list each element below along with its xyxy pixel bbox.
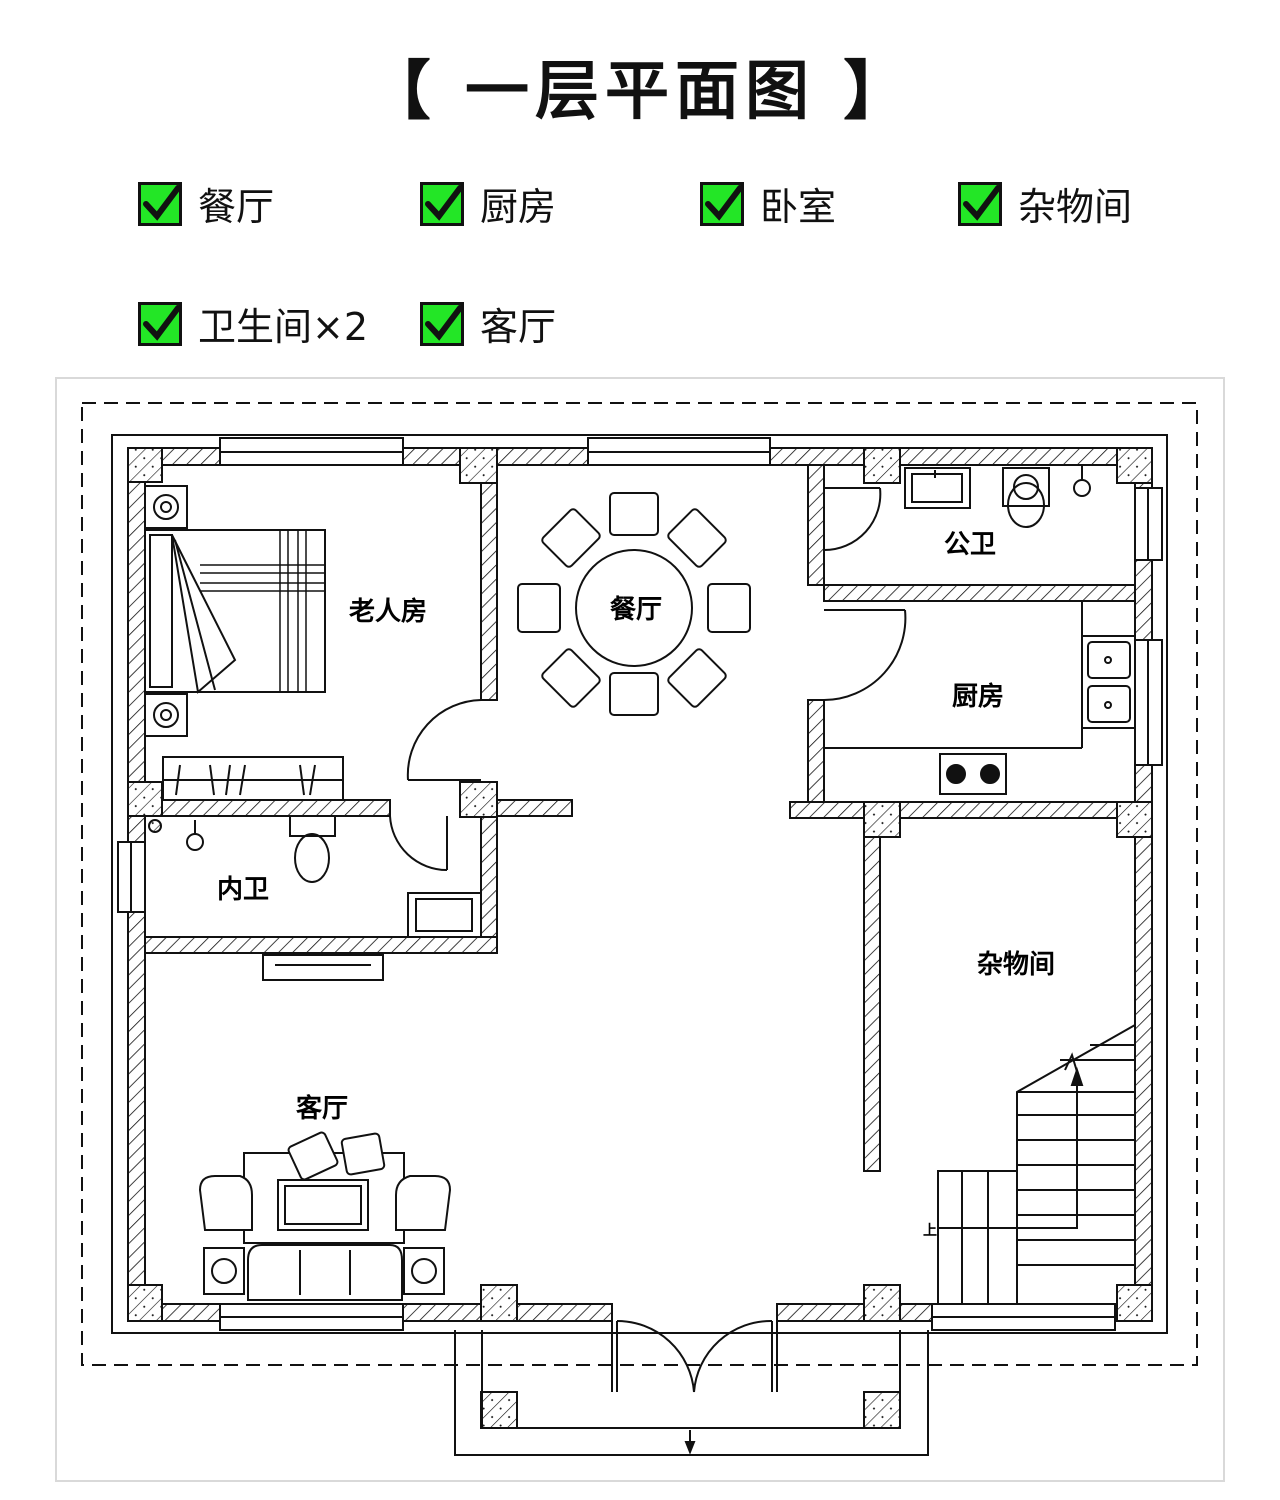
feature-label: 厨房 (480, 185, 557, 229)
feature-item-kitchen: 厨房 (420, 176, 556, 231)
check-icon (420, 301, 464, 346)
room-label-storage: 杂物间 (977, 950, 1055, 980)
check-icon (138, 181, 182, 226)
feature-item-bedroom: 卧室 (700, 176, 836, 231)
bed-icon (144, 485, 326, 737)
toilet-icon (1002, 467, 1050, 528)
feature-item-living: 客厅 (420, 296, 556, 351)
check-icon (138, 301, 182, 346)
check-icon (700, 181, 744, 226)
inner-bath-fixtures (148, 815, 482, 938)
sink-icon (904, 467, 971, 509)
check-icon (958, 181, 1002, 226)
feature-label: 客厅 (480, 305, 557, 349)
floor-drain-icon (1073, 465, 1091, 497)
stair-up-label: 上 (923, 1223, 937, 1239)
roof-outline (81, 402, 1198, 1366)
room-label-elder: 老人房 (349, 597, 427, 627)
feature-item-bathrooms: 卫生间×2 (138, 296, 368, 351)
windows (117, 437, 1163, 1331)
feature-label: 卫生间×2 (198, 305, 369, 349)
feature-label: 卧室 (760, 185, 837, 229)
dining-table-icon (517, 492, 751, 716)
building-outline (111, 434, 1168, 1334)
stove-icon (939, 753, 1007, 795)
floor-plan-frame (55, 377, 1225, 1482)
doors (389, 487, 907, 872)
feature-label: 餐厅 (198, 185, 275, 229)
feature-item-dining: 餐厅 (138, 176, 274, 231)
feature-label: 杂物间 (1018, 185, 1133, 229)
kitchen-sink-icon (1081, 635, 1136, 729)
room-label-inner-bath: 内卫 (217, 875, 269, 905)
room-label-kitchen: 厨房 (952, 682, 1004, 712)
columns (127, 447, 1153, 1429)
page-title: 【 一层平面图 】 (366, 55, 914, 129)
room-label-dining: 餐厅 (610, 595, 662, 625)
wardrobe-icon (162, 756, 344, 801)
room-label-public-bath: 公卫 (944, 530, 996, 560)
porch (454, 1319, 929, 1456)
staircase-icon (937, 1024, 1136, 1304)
check-icon (420, 181, 464, 226)
feature-item-storage: 杂物间 (958, 176, 1132, 231)
sofa-icon (198, 1131, 452, 1301)
room-label-living: 客厅 (296, 1093, 348, 1124)
